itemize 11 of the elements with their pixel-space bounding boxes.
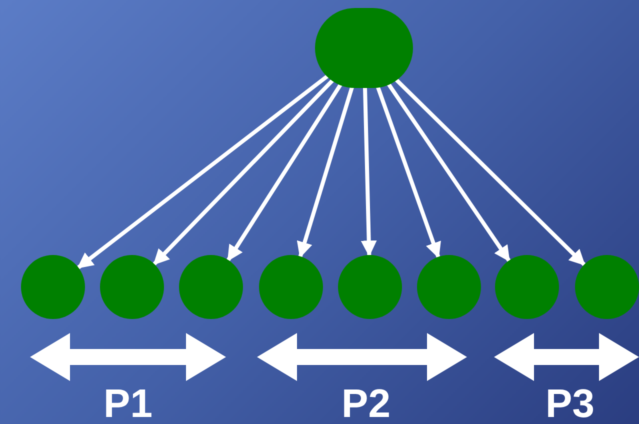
group-label: P2 (342, 384, 390, 424)
arrow (152, 78, 335, 266)
arrow (394, 77, 586, 266)
arrow (360, 88, 377, 257)
group-label: P3 (546, 384, 594, 424)
arrow (376, 86, 441, 258)
arrow (77, 74, 330, 270)
arrow (296, 86, 354, 258)
group-label: P1 (104, 384, 152, 424)
arrow (226, 82, 343, 262)
arrow (386, 82, 511, 262)
